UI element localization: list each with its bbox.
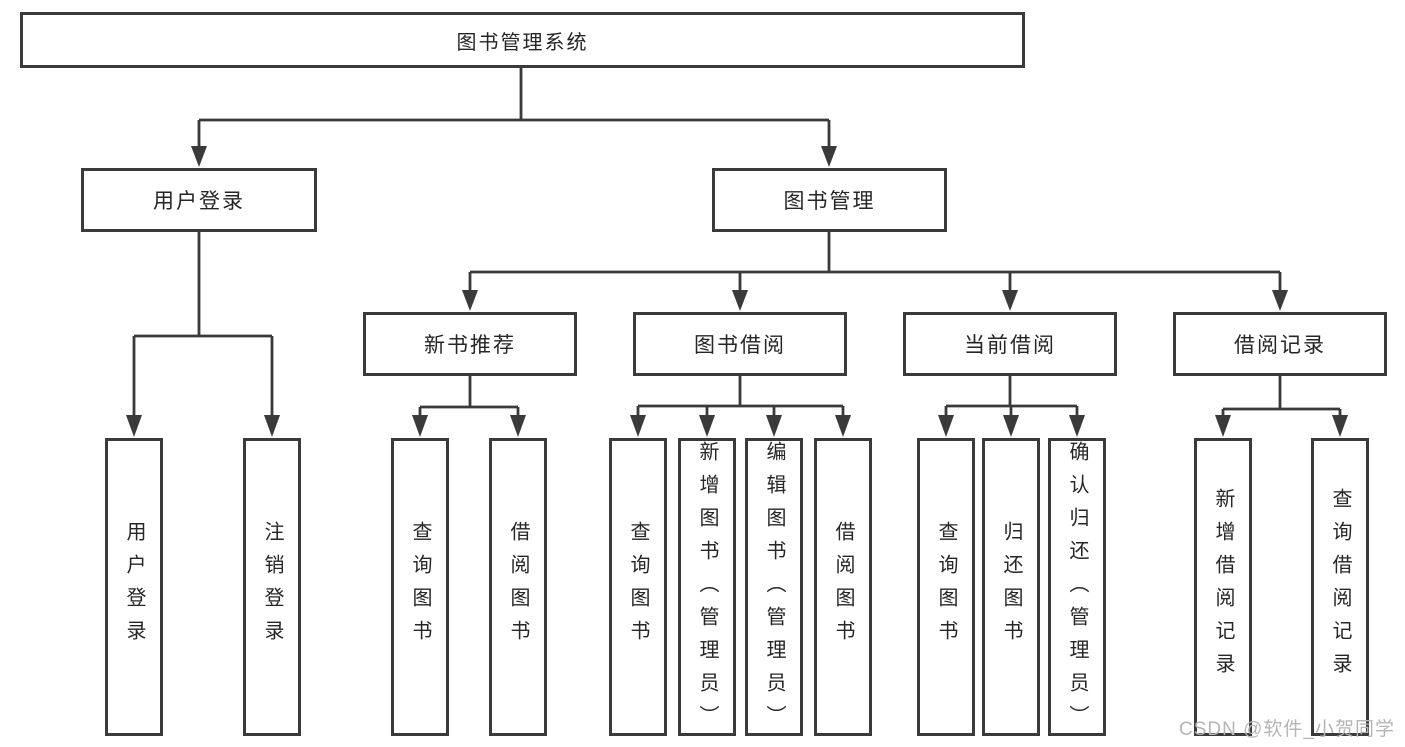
node-current-borrow: 当前借阅 xyxy=(903,312,1117,376)
leaf-recommend-borrow-book-label: 借阅图书 xyxy=(507,521,529,653)
leaf-recommend-borrow-book: 借阅图书 xyxy=(489,438,547,736)
node-book-borrow-label: 图书借阅 xyxy=(694,334,786,357)
node-book-borrow: 图书借阅 xyxy=(633,312,847,376)
leaf-borrow-borrow-book-label: 借阅图书 xyxy=(832,521,854,653)
connector-bookmgmt-to-level3 xyxy=(462,232,1288,311)
connector-root-to-level2 xyxy=(191,68,837,167)
connector-record-to-leaves xyxy=(1215,376,1348,437)
node-new-book-recommend: 新书推荐 xyxy=(363,312,577,376)
node-current-borrow-label: 当前借阅 xyxy=(964,334,1056,357)
leaf-record-query-record: 查询借阅记录 xyxy=(1311,438,1369,736)
leaf-borrow-add-book: 新增图书（管理员） xyxy=(678,438,736,738)
leaf-recommend-query-book: 查询图书 xyxy=(391,438,449,736)
leaf-borrow-add-book-label: 新增图书（管理员） xyxy=(696,441,718,738)
leaf-borrow-query-book-label: 查询图书 xyxy=(627,521,649,653)
leaf-logout-label: 注销登录 xyxy=(261,521,283,653)
node-new-book-recommend-label: 新书推荐 xyxy=(424,334,516,357)
connector-recommend-to-leaves xyxy=(412,376,526,437)
leaf-user-login: 用户登录 xyxy=(105,438,163,736)
leaf-current-confirm-return-label: 确认归还（管理员） xyxy=(1066,441,1088,738)
node-library-management-system-label: 图书管理系统 xyxy=(456,31,589,54)
leaf-user-login-label: 用户登录 xyxy=(123,521,145,653)
leaf-record-query-record-label: 查询借阅记录 xyxy=(1329,488,1351,686)
node-book-management: 图书管理 xyxy=(712,168,947,232)
leaf-borrow-edit-book: 编辑图书（管理员） xyxy=(745,438,803,738)
leaf-borrow-query-book: 查询图书 xyxy=(609,438,667,736)
leaf-current-query-book: 查询图书 xyxy=(917,438,975,736)
node-borrow-record: 借阅记录 xyxy=(1173,312,1387,376)
csdn-watermark: CSDN @软件_小贺同学 xyxy=(1179,719,1395,740)
node-book-management-label: 图书管理 xyxy=(783,190,876,213)
connector-borrow-to-leaves xyxy=(630,376,851,437)
leaf-record-add-record-label: 新增借阅记录 xyxy=(1212,488,1234,686)
leaf-recommend-query-book-label: 查询图书 xyxy=(409,521,431,653)
connector-current-to-leaves xyxy=(938,376,1085,437)
node-user-login-label: 用户登录 xyxy=(153,190,245,213)
leaf-borrow-borrow-book: 借阅图书 xyxy=(814,438,872,736)
leaf-borrow-edit-book-label: 编辑图书（管理员） xyxy=(763,441,785,738)
leaf-current-return-book: 归还图书 xyxy=(982,438,1040,736)
node-user-login: 用户登录 xyxy=(81,168,317,232)
leaf-record-add-record: 新增借阅记录 xyxy=(1194,438,1252,736)
leaf-current-query-book-label: 查询图书 xyxy=(935,521,957,653)
node-borrow-record-label: 借阅记录 xyxy=(1234,334,1326,357)
leaf-logout: 注销登录 xyxy=(243,438,301,736)
connector-userlogin-to-leaves xyxy=(126,232,280,437)
leaf-current-confirm-return: 确认归还（管理员） xyxy=(1048,438,1106,738)
leaf-current-return-book-label: 归还图书 xyxy=(1000,521,1022,653)
node-library-management-system: 图书管理系统 xyxy=(20,12,1025,68)
